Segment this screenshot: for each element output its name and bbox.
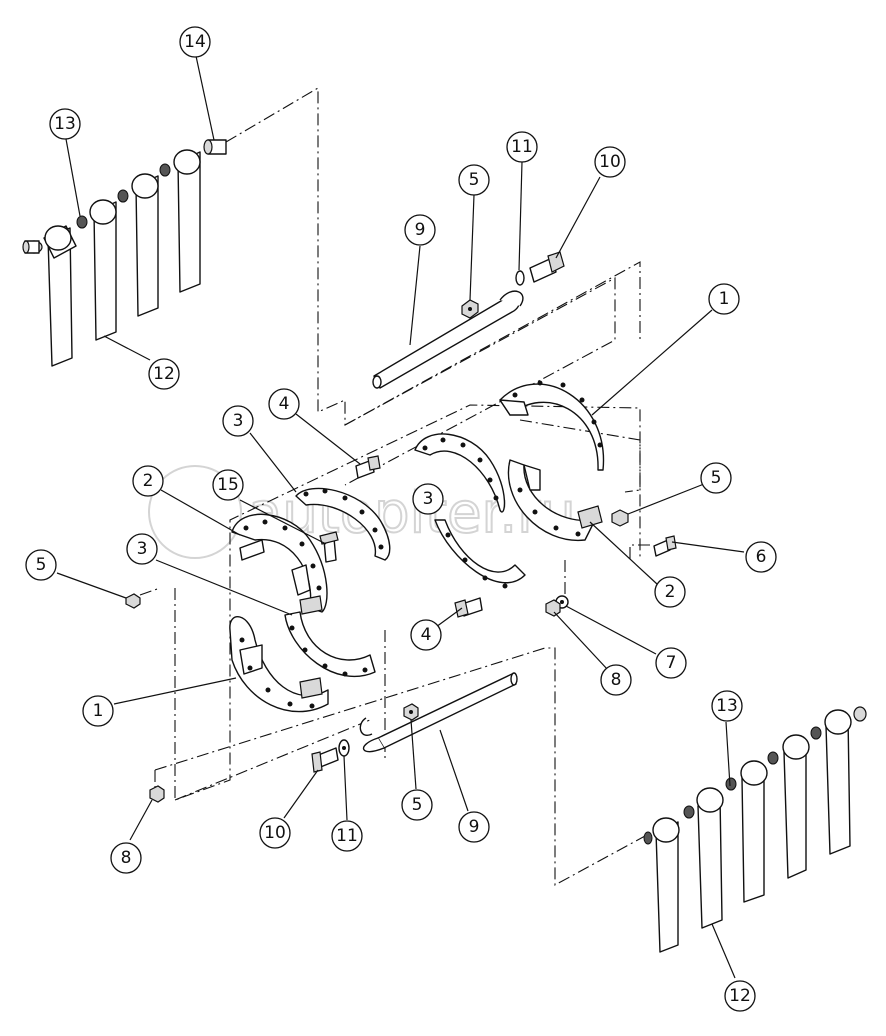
callout-label: 9 bbox=[469, 817, 480, 837]
arm-bottom-right-2 bbox=[696, 777, 737, 929]
callout-label: 3 bbox=[137, 539, 148, 559]
ring-segment-left-3-lower bbox=[284, 611, 376, 678]
callout-label: 13 bbox=[716, 696, 738, 716]
nut-bottom-5 bbox=[403, 703, 419, 721]
ring-segment-right-2 bbox=[507, 459, 603, 541]
bolt-bottom-10 bbox=[311, 747, 339, 773]
callout-label: 4 bbox=[279, 394, 290, 414]
bolt-left-15 bbox=[319, 531, 339, 563]
callout-label: 1 bbox=[719, 289, 730, 309]
callout-1-left: 1 bbox=[82, 695, 114, 727]
nut-right-8 bbox=[545, 599, 561, 617]
callout-1-right: 1 bbox=[708, 283, 740, 315]
callout-5-top: 5 bbox=[458, 164, 490, 196]
callout-label: 15 bbox=[217, 475, 239, 495]
callout-label: 2 bbox=[665, 582, 676, 602]
washer-bottom-11 bbox=[338, 739, 350, 757]
callout-8-bottom: 8 bbox=[110, 842, 142, 874]
leader-lines bbox=[56, 55, 745, 979]
callout-12-top: 12 bbox=[148, 358, 180, 390]
callout-9-top: 9 bbox=[404, 214, 436, 246]
callout-label: 5 bbox=[412, 795, 423, 815]
bolt-left-4 bbox=[355, 455, 381, 479]
callout-label: 10 bbox=[264, 823, 286, 843]
ring-segment-left-1-lower bbox=[229, 616, 329, 713]
arm-top-left-4 bbox=[173, 149, 201, 293]
callout-5-bottom: 5 bbox=[401, 789, 433, 821]
arm-top-left-2 bbox=[89, 189, 129, 341]
callout-label: 13 bbox=[54, 114, 76, 134]
callout-11-top: 11 bbox=[506, 131, 538, 163]
callout-label: 8 bbox=[121, 848, 132, 868]
callout-label: 12 bbox=[153, 364, 175, 384]
spacer-14 bbox=[203, 139, 227, 155]
callout-label: 9 bbox=[415, 220, 426, 240]
callout-12-bottom: 12 bbox=[724, 980, 756, 1012]
callout-2-right: 2 bbox=[654, 576, 686, 608]
callout-14: 14 bbox=[179, 26, 211, 58]
nut-right-5 bbox=[611, 509, 629, 527]
arm-set-bottom-right bbox=[643, 706, 867, 953]
callout-2-left: 2 bbox=[132, 465, 164, 497]
callout-8-right: 8 bbox=[600, 664, 632, 696]
callout-11-bottom: 11 bbox=[331, 820, 363, 852]
callout-10-bottom: 10 bbox=[259, 817, 291, 849]
callout-3-right: 3 bbox=[412, 483, 444, 515]
callout-label: 7 bbox=[666, 653, 677, 673]
arm-top-left-1 bbox=[22, 215, 88, 367]
callout-label: 5 bbox=[36, 555, 47, 575]
callout-label: 1 bbox=[93, 701, 104, 721]
callout-label: 5 bbox=[469, 170, 480, 190]
callout-5-left: 5 bbox=[25, 549, 57, 581]
arm-set-top-left bbox=[22, 139, 227, 367]
callout-5-right: 5 bbox=[700, 462, 732, 494]
callout-label: 3 bbox=[233, 411, 244, 431]
arm-bottom-right-5 bbox=[824, 706, 867, 855]
callout-3-left-upper: 3 bbox=[222, 405, 254, 437]
rod-bottom bbox=[359, 672, 518, 753]
callout-label: 12 bbox=[729, 986, 751, 1006]
arm-bottom-right-4 bbox=[782, 726, 822, 879]
arm-bottom-right-3 bbox=[740, 751, 779, 903]
callout-label: 11 bbox=[336, 826, 358, 846]
callout-3-left-lower: 3 bbox=[126, 533, 158, 565]
callout-7: 7 bbox=[655, 647, 687, 679]
arm-bottom-right-1 bbox=[643, 805, 695, 953]
bolt-right-6 bbox=[653, 535, 677, 557]
nut-left-5 bbox=[125, 593, 141, 609]
callout-label: 4 bbox=[421, 625, 432, 645]
callout-4-left: 4 bbox=[268, 388, 300, 420]
callout-label: 6 bbox=[756, 547, 767, 567]
callout-label: 14 bbox=[184, 32, 206, 52]
callout-label: 8 bbox=[611, 670, 622, 690]
washer-top bbox=[515, 270, 525, 286]
ring-segment-right-3 bbox=[414, 433, 526, 589]
callout-label: 3 bbox=[423, 489, 434, 509]
ring-segment-right-1 bbox=[499, 380, 605, 471]
callout-13-top: 13 bbox=[49, 108, 81, 140]
rod-top bbox=[372, 290, 524, 389]
callout-6: 6 bbox=[745, 541, 777, 573]
callout-10-top: 10 bbox=[594, 146, 626, 178]
callout-label: 5 bbox=[711, 468, 722, 488]
nut-bottom-8 bbox=[149, 785, 165, 803]
ring-segment-left-upper bbox=[231, 513, 328, 615]
arm-top-left-3 bbox=[131, 163, 171, 317]
bolt-top bbox=[529, 251, 565, 283]
callout-9-bottom: 9 bbox=[458, 811, 490, 843]
callout-13-bottom: 13 bbox=[711, 690, 743, 722]
callout-label: 2 bbox=[143, 471, 154, 491]
callout-4-right: 4 bbox=[410, 619, 442, 651]
callout-15: 15 bbox=[212, 469, 244, 501]
callout-label: 10 bbox=[599, 152, 621, 172]
phantom-lines bbox=[139, 87, 650, 886]
ring-segment-left-3-upper bbox=[295, 487, 391, 561]
bolt-right-4 bbox=[454, 597, 483, 618]
callout-label: 11 bbox=[511, 137, 533, 157]
